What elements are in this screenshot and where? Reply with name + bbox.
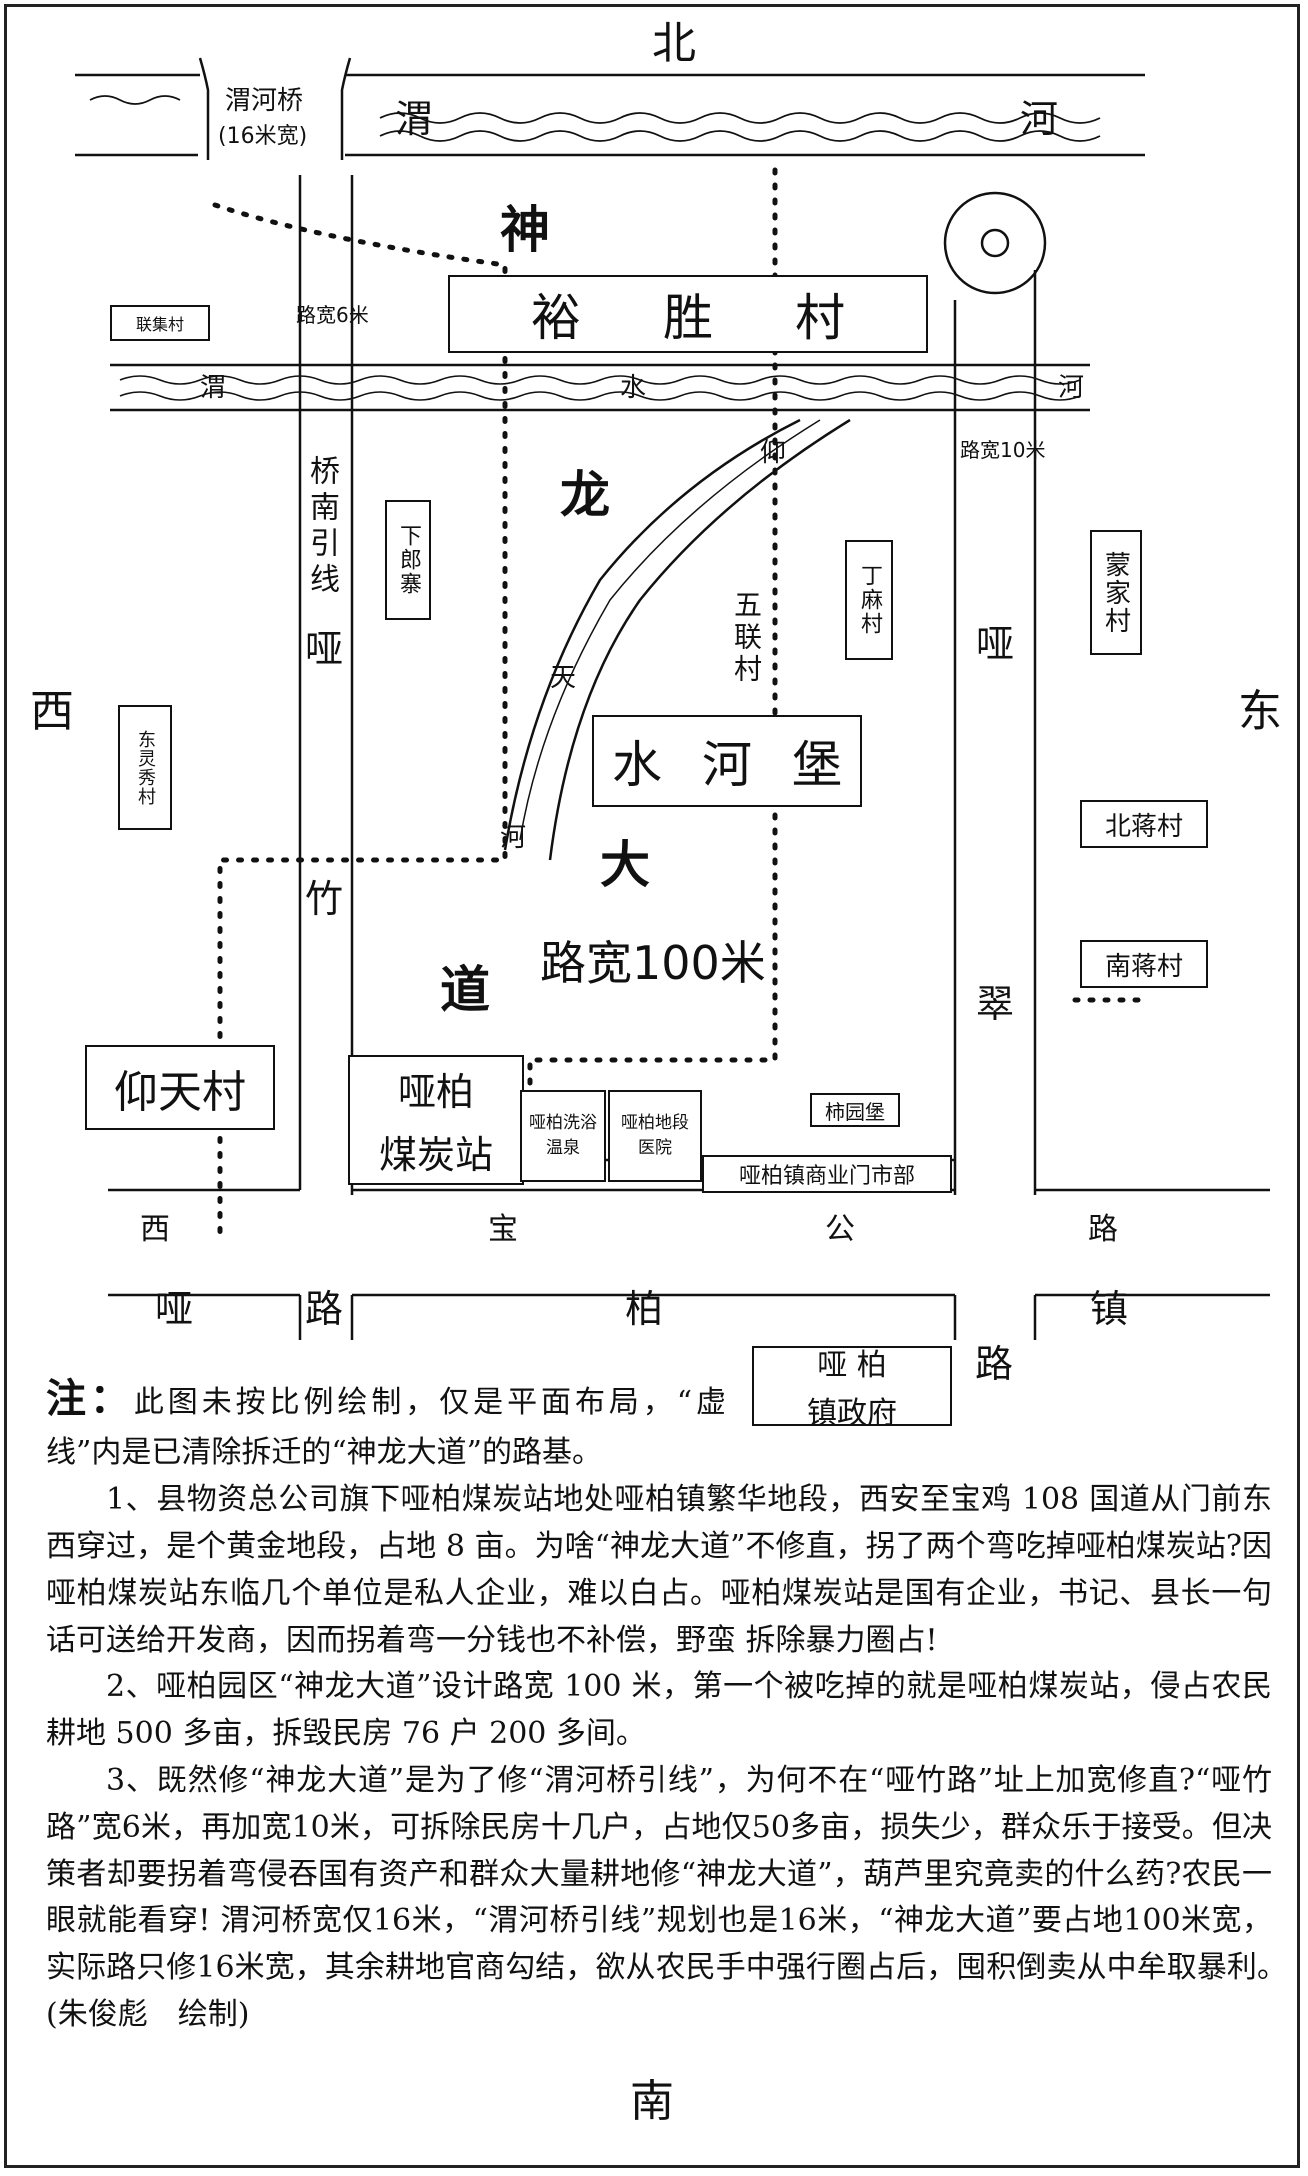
yangtian-river-label-1: 仰	[760, 438, 787, 468]
avenue-dotted-boundary-1	[212, 202, 508, 1243]
yabai-road-east-edge	[953, 1295, 1037, 1340]
yabai-road-char-1: 哑	[155, 1287, 194, 1331]
note-paragraph-2: 2、哑柏园区“神龙大道”设计路宽 100 米，第一个被吃掉的就是哑柏煤炭站，侵占…	[46, 1669, 1272, 1752]
avenue-width: 路宽100米	[540, 936, 766, 990]
note-credit: (朱俊彪 绘制)	[46, 1996, 250, 2032]
yangtian-village: 仰天村	[85, 1045, 275, 1130]
map-frame	[4, 4, 1300, 2168]
bridge-line-east	[340, 57, 352, 160]
shuihebao-village: 水 河 堡	[592, 715, 862, 807]
bridge-line-char-1: 桥	[304, 455, 339, 491]
shiyuanbao-village: 柿园堡	[810, 1093, 900, 1127]
nanjiang-village: 南蒋村	[1080, 940, 1208, 988]
yabai-road-west-edge	[298, 1295, 354, 1340]
bridge-line-char-2: 南	[304, 491, 339, 527]
yusheng-village: 裕 胜 村	[448, 275, 928, 353]
coal-station-line-1: 哑柏	[397, 1070, 474, 1114]
wulian-village: 五联村	[730, 590, 763, 686]
note-paragraph-3: 3、既然修“神龙大道”是为了修“渭河桥引线”，为何不在“哑竹路”址上加宽修直?“…	[46, 1758, 1272, 2039]
coal-station-line-2: 煤炭站	[378, 1133, 493, 1177]
shui-river-label-1: 渭	[200, 373, 227, 403]
commerce-shop: 哑柏镇商业门市部	[702, 1155, 952, 1193]
compass-south: 南	[630, 2076, 674, 2127]
donglingxiu-village: 东灵秀村	[118, 705, 172, 830]
west-road-width: 路宽6米	[296, 303, 369, 327]
yabai-road-char-2: 路	[305, 1287, 344, 1331]
avenue-label-dao: 道	[440, 961, 490, 1019]
yangtian-river-west	[503, 418, 801, 851]
yacui-road-char-1: 哑	[976, 622, 1015, 666]
dingma-village: 丁麻村	[845, 540, 893, 660]
shuihebao-char-2: 河	[702, 736, 752, 794]
town-government: 哑 柏 镇政府	[752, 1346, 952, 1431]
yabai-road-char-4: 路	[975, 1342, 1014, 1386]
wei-river-label-2: 河	[1020, 97, 1059, 141]
note-intro: 此图未按比例绘制，仅是平面布局，“虚线”内是已清除拆迁的“神龙大道”的路基。	[46, 1385, 726, 1471]
shui-river-label-2: 水	[620, 373, 647, 403]
map-note: 注：此图未按比例绘制，仅是平面布局，“虚线”内是已清除拆迁的“神龙大道”的路基。…	[46, 1368, 1272, 2039]
avenue-label-da: 大	[600, 836, 650, 894]
note-paragraph-1: 1、县物资总公司旗下哑柏煤炭站地处哑柏镇繁华地段，西安至宝鸡 108 国道从门前…	[46, 1482, 1272, 1658]
note-paragraph-3-text: 3、既然修“神龙大道”是为了修“渭河桥引线”，为何不在“哑竹路”址上加宽修直?“…	[46, 1762, 1272, 1986]
coal-station: 哑柏 煤炭站	[348, 1055, 524, 1185]
avenue-label-shen: 神	[500, 201, 550, 259]
lianji-village: 联集村	[110, 305, 210, 341]
town-government-line-1: 哑 柏	[817, 1348, 887, 1383]
yazhu-road-char-1: 哑	[305, 627, 344, 671]
yabai-road-char-5: 镇	[1090, 1287, 1129, 1331]
clinic: 哑柏地段医院	[608, 1090, 702, 1182]
bridge-name: 渭河桥	[225, 86, 304, 116]
beijiang-village: 北蒋村	[1080, 800, 1208, 848]
wei-river-label-1: 渭	[395, 97, 434, 141]
bridge-width: (16米宽)	[218, 124, 308, 149]
bridge-line-char-4: 线	[304, 563, 339, 599]
xibao-road-char-4: 路	[1088, 1212, 1118, 1247]
yazhu-road-char-2: 竹	[305, 877, 344, 921]
town-government-line-2: 镇政府	[807, 1396, 897, 1431]
east-road-width: 路宽10米	[960, 438, 1046, 462]
xibao-road-char-3: 公	[825, 1212, 855, 1247]
note-intro-paragraph: 注：此图未按比例绘制，仅是平面布局，“虚线”内是已清除拆迁的“神龙大道”的路基。	[46, 1368, 726, 1477]
xibao-road-char-1: 西	[140, 1212, 170, 1247]
yusheng-char-2: 胜	[663, 289, 713, 347]
avenue-label-long: 龙	[560, 466, 610, 524]
shui-river-label-3: 河	[1058, 373, 1085, 403]
yangtian-river-label-3: 河	[500, 823, 527, 853]
compass-north: 北	[652, 18, 696, 69]
wei-river-wave	[89, 95, 1101, 142]
bridge-line-west	[198, 57, 210, 160]
shui-river-wave	[119, 375, 1081, 401]
roundabout-inner	[980, 228, 1010, 258]
bath-house: 哑柏洗浴温泉	[520, 1090, 606, 1182]
compass-east: 东	[1238, 686, 1282, 737]
compass-west: 西	[30, 686, 74, 737]
shuihebao-char-1: 水	[612, 736, 662, 794]
bath-house-label: 哑柏洗浴温泉	[529, 1112, 597, 1159]
note-label: 注：	[46, 1375, 134, 1422]
bridge-line-label: 桥南引线	[304, 455, 339, 599]
roundabout-outer	[943, 191, 1047, 295]
yangtian-river-wave	[519, 419, 821, 841]
shuihebao-char-3: 堡	[792, 736, 842, 794]
yangtian-river-label-2: 天	[550, 663, 577, 693]
xibao-road-char-2: 宝	[488, 1212, 518, 1247]
clinic-label: 哑柏地段医院	[621, 1112, 689, 1159]
bridge-line-char-3: 引	[304, 527, 339, 563]
yabai-road-char-3: 柏	[625, 1287, 664, 1331]
mengjia-village: 蒙家村	[1090, 530, 1142, 655]
yusheng-char-1: 裕	[531, 289, 581, 347]
yacui-road-char-2: 翠	[976, 982, 1015, 1026]
xialangzhai-village: 下郎寨	[385, 500, 431, 620]
yusheng-char-3: 村	[795, 289, 845, 347]
